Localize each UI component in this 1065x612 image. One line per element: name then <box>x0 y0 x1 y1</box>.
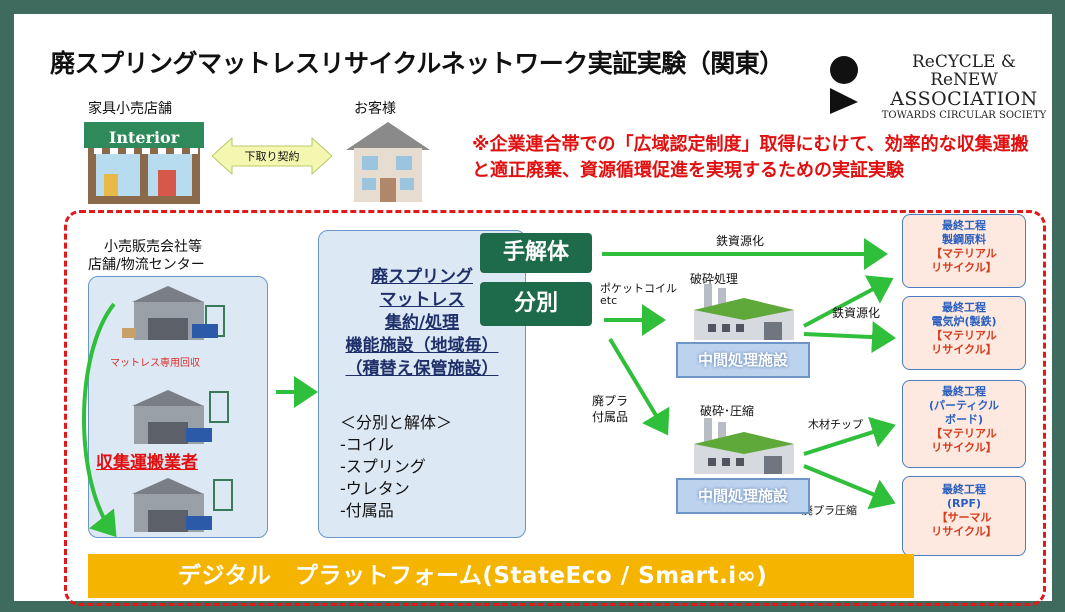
slide: 廃スプリングマットレスリサイクルネットワーク実証実験（関東） ReCYCLE &… <box>14 14 1052 606</box>
sort-to-compress-arrow <box>608 337 670 436</box>
final-type: リサイクル】 <box>931 441 997 454</box>
final-type: リサイクル】 <box>931 261 997 274</box>
separation-item: -付属品 <box>340 501 394 520</box>
collection-loop-arrow <box>82 302 117 538</box>
center-line2: マットレス <box>379 290 465 310</box>
mattress-collection-label: マットレス専用回収 <box>110 358 200 369</box>
logo-line1: ReCYCLE & ReNEW <box>911 52 1017 90</box>
final-detail: ボード) <box>944 413 984 426</box>
compress-to-particle-arrow <box>803 416 896 456</box>
final-title: 最終工程 <box>942 483 986 496</box>
final-detail: (パーティクル <box>928 399 1000 412</box>
warehouse-icon <box>132 390 229 444</box>
final-detail: 製鋼原料 <box>942 233 986 246</box>
store-sign: Interior <box>108 128 180 147</box>
association-logo-icon <box>830 56 858 114</box>
logo-line3: TOWARDS CIRCULAR SOCIETY <box>881 109 1047 121</box>
pocket-coil-label: ポケットコイル <box>600 282 677 295</box>
final-detail: (RPF) <box>946 497 982 510</box>
aggregation-facility-text: 廃スプリング マットレス 集約/処理 機能施設（地域毎） （積替え保管施設） <box>332 266 512 381</box>
compress-to-rpf-arrow <box>803 464 896 510</box>
flow-arrows <box>82 238 896 538</box>
final-type: 【マテリアル <box>931 329 997 342</box>
customer-label: お客様 <box>354 101 396 117</box>
intermediate-facility-label: 中間処理施設 <box>676 478 810 514</box>
crush-to-eaf-arrow <box>803 321 896 354</box>
final-type: 【マテリアル <box>931 247 997 260</box>
final-type: 【サーマル <box>936 511 992 524</box>
process-frame <box>64 210 1046 606</box>
final-type: リサイクル】 <box>931 525 997 538</box>
aggregation-panel <box>318 230 526 538</box>
manual-dismantle-box: 手解体 <box>480 233 592 273</box>
center-line5: （積替え保管施設） <box>345 359 499 379</box>
logistics-label: 店舗/物流センター <box>88 257 205 273</box>
separation-item: -コイル <box>340 435 394 454</box>
notice-text: ※企業連合帯での「広域認定制度」取得にむけて、効率的な収集運搬と適正廃棄、資源循… <box>472 134 1029 181</box>
page-title: 廃スプリングマットレスリサイクルネットワーク実証実験（関東） <box>50 49 784 78</box>
warehouse-icon <box>122 286 225 340</box>
store-icon <box>84 122 204 204</box>
waste-plastic-label: 廃プラ <box>592 394 629 408</box>
logo-text: ReCYCLE & ReNEW ASSOCIATION TOWARDS CIRC… <box>876 52 1052 121</box>
wood-chip-label: 木材チップ <box>808 418 863 431</box>
separation-item: -スプリング <box>340 457 426 476</box>
collector-label: 収集運搬業者 <box>96 453 198 473</box>
separation-list-title: ＜分別と解体＞ <box>340 413 453 432</box>
logo-line2: ASSOCIATION <box>890 87 1038 110</box>
final-type: 【マテリアル <box>931 427 997 440</box>
final-detail: 電気炉(製鉄) <box>931 315 997 328</box>
final-process-eaf: 最終工程 電気炉(製鉄) 【マテリアル リサイクル】 <box>902 296 1026 370</box>
etc-label: etc <box>600 294 618 307</box>
crush-to-steel-arrow <box>803 275 894 328</box>
warehouse-icon <box>132 478 233 532</box>
center-line4: 機能施設（地域毎） <box>345 336 499 356</box>
store-label: 家具小売店舗 <box>88 101 172 117</box>
final-process-particle: 最終工程 (パーティクル ボード) 【マテリアル リサイクル】 <box>902 380 1026 468</box>
crush-label: 破砕処理 <box>690 272 739 286</box>
iron-resource-label: 鉄資源化 <box>716 234 765 248</box>
final-type: リサイクル】 <box>931 343 997 356</box>
separation-list: ＜分別と解体＞ -コイル -スプリング -ウレタン -付属品 <box>340 412 452 522</box>
final-process-rpf: 最終工程 (RPF) 【サーマル リサイクル】 <box>902 476 1026 556</box>
sort-box: 分別 <box>480 282 592 326</box>
final-title: 最終工程 <box>942 219 986 232</box>
final-title: 最終工程 <box>942 385 986 398</box>
contract-label: 下取り契約 <box>244 150 300 163</box>
final-title: 最終工程 <box>942 301 986 314</box>
factory-icon <box>694 418 794 474</box>
final-process-steel: 最終工程 製鋼原料 【マテリアル リサイクル】 <box>902 214 1026 288</box>
iron-resource-label-2: 鉄資源化 <box>832 306 881 320</box>
center-line3: 集約/処理 <box>384 313 460 333</box>
digital-platform-bar: デジタル プラットフォーム(StateEco / Smart.i∞) <box>88 554 914 598</box>
intermediate-facility-label: 中間処理施設 <box>676 342 810 378</box>
accessories-label: 付属品 <box>592 410 629 424</box>
retailer-label: 小売販売会社等 <box>104 239 202 255</box>
crush-compress-label: 破砕･圧縮 <box>700 404 755 418</box>
plastic-compress-label: 廃プラ圧縮 <box>802 504 857 517</box>
house-icon <box>346 122 430 202</box>
center-line1: 廃スプリング <box>371 267 473 287</box>
factory-icon <box>694 284 794 340</box>
contract-double-arrow-icon <box>212 136 332 176</box>
separation-item: -ウレタン <box>340 479 410 498</box>
